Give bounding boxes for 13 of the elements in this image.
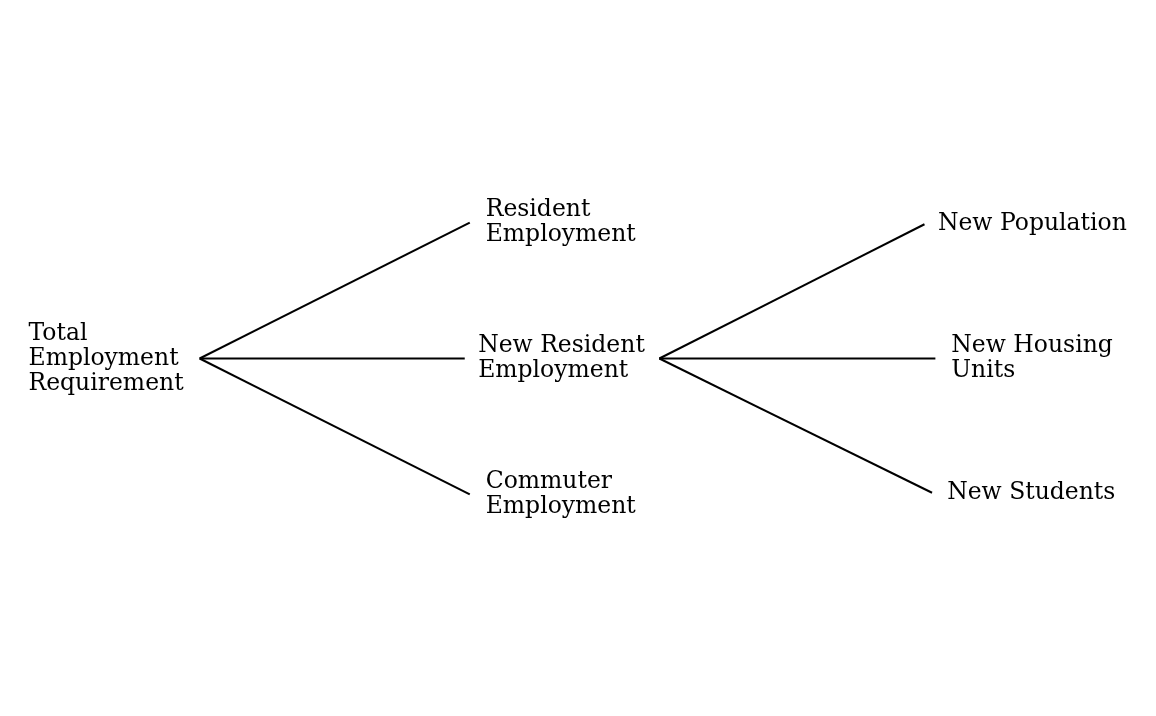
node-text: New Housing Units — [951, 329, 1113, 383]
connector — [658, 357, 933, 494]
connector — [199, 221, 471, 359]
connector — [199, 357, 465, 359]
connector — [199, 357, 471, 495]
node-text: Resident Employment — [485, 193, 636, 247]
node-text: Total Employment Requirement — [28, 317, 184, 396]
node-text: New Resident Employment — [478, 329, 645, 383]
connector — [659, 357, 936, 359]
node-text: Commuter Employment — [485, 465, 636, 519]
node-text: New Students — [947, 476, 1116, 505]
node-text: New Population — [937, 207, 1127, 236]
connector — [658, 222, 925, 359]
